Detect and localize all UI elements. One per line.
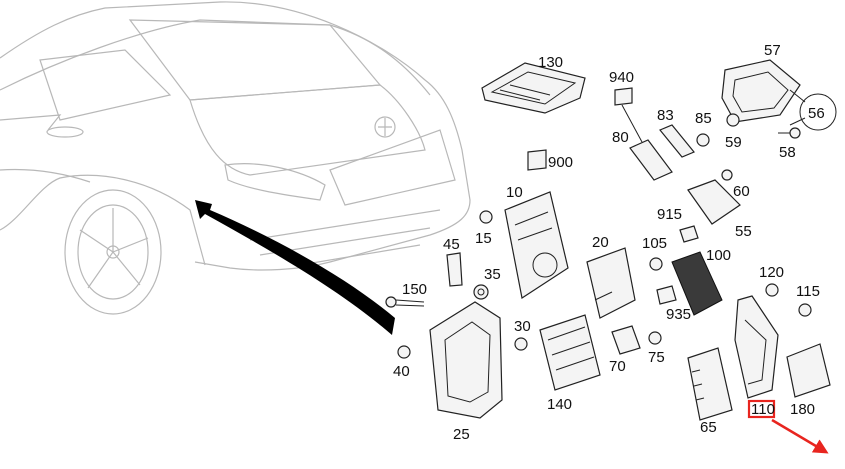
label-80: 80 (612, 129, 629, 146)
label-25: 25 (453, 426, 470, 443)
label-20: 20 (592, 234, 609, 251)
label-30: 30 (514, 318, 531, 335)
part-900-connector (527, 149, 547, 171)
label-150: 150 (402, 281, 427, 298)
label-105: 105 (642, 235, 667, 252)
part-940-connector (614, 87, 633, 106)
label-55: 55 (735, 223, 752, 240)
part-915-connector (679, 225, 699, 243)
part-130-tray (481, 62, 586, 114)
part-15-grommet (479, 210, 493, 224)
part-75-grommet (648, 331, 662, 345)
vehicle-outline (0, 1, 471, 315)
label-45: 45 (443, 236, 460, 253)
label-110: 110 (751, 401, 775, 418)
part-57-bracket (721, 59, 801, 123)
part-140-fuse-box (539, 314, 601, 391)
part-80-module (629, 139, 673, 181)
label-115: 115 (796, 283, 820, 300)
part-85-grommet (696, 133, 710, 147)
part-83-module (659, 124, 695, 158)
part-40-bolt (397, 345, 411, 359)
part-110-bracket (734, 295, 779, 399)
label-85: 85 (695, 110, 712, 127)
part-56-callout-circle (799, 93, 837, 131)
label-70: 70 (609, 358, 626, 375)
part-20-module (586, 247, 636, 319)
part-59-grommet (726, 113, 740, 127)
label-35: 35 (484, 266, 501, 283)
part-70-relay (611, 325, 641, 355)
part-105-grommet (649, 257, 663, 271)
label-120: 120 (759, 264, 784, 281)
label-40: 40 (393, 363, 410, 380)
part-935-connector (656, 285, 677, 305)
label-59: 59 (725, 134, 742, 151)
label-130: 130 (538, 54, 563, 71)
part-180-module (786, 343, 831, 398)
part-120-nut (765, 283, 779, 297)
label-140: 140 (547, 396, 572, 413)
part-65-module (687, 347, 733, 421)
label-100: 100 (706, 247, 731, 264)
label-58: 58 (779, 144, 796, 161)
label-900: 900 (548, 154, 573, 171)
label-60: 60 (733, 183, 750, 200)
part-45-sensor (446, 252, 463, 287)
location-arrow (195, 200, 395, 335)
label-10: 10 (506, 184, 523, 201)
label-75: 75 (648, 349, 665, 366)
part-10-module (504, 191, 569, 299)
label-57: 57 (764, 42, 781, 59)
part-25-bracket (429, 301, 503, 419)
label-15: 15 (475, 230, 492, 247)
part-115-nut (798, 303, 812, 317)
label-935: 935 (666, 306, 691, 323)
label-56: 56 (808, 105, 825, 122)
part-60-screw (721, 169, 733, 181)
label-180: 180 (790, 401, 815, 418)
label-940: 940 (609, 69, 634, 86)
part-55-module (687, 179, 741, 225)
part-30-grommet (514, 337, 528, 351)
part-58-screw (778, 127, 801, 139)
callout-arrow (771, 418, 829, 454)
part-35-washer (473, 284, 489, 300)
part-100-module (671, 251, 723, 316)
highlight-box-110 (747, 399, 776, 419)
label-83: 83 (657, 107, 674, 124)
label-65: 65 (700, 419, 717, 436)
part-150-bolt (385, 296, 425, 308)
label-915: 915 (657, 206, 682, 223)
